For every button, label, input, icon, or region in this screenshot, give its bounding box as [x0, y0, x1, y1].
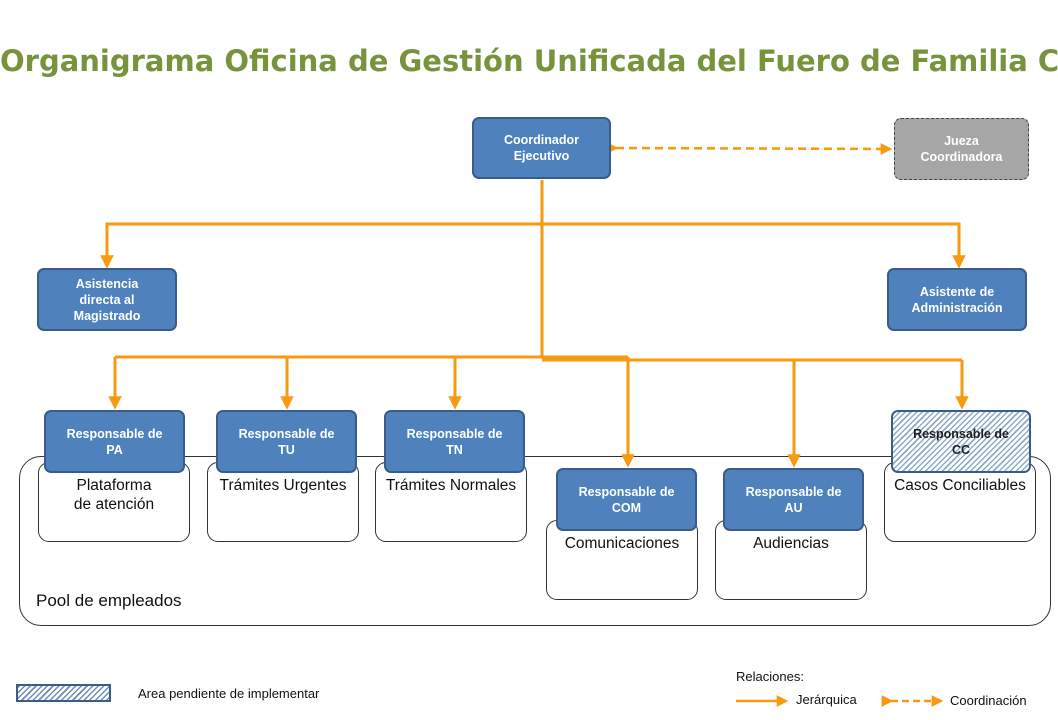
branch-asistencia	[100, 222, 542, 269]
node-cc-line1: Responsable de	[913, 426, 1009, 441]
area-label-pa-line2: de atención	[73, 496, 155, 513]
node-tu-line1: Responsable de	[238, 426, 335, 441]
node-asistencia-line3: Magistrado	[73, 308, 141, 323]
node-tu-line2: TU	[278, 442, 295, 457]
node-jueza-line2: Coordinadora	[920, 150, 1003, 164]
node-jueza-line1: Jueza	[944, 134, 979, 148]
legend-coordination-label: Coordinación	[950, 693, 1027, 708]
node-asistencia-line1: Asistencia	[75, 276, 139, 291]
area-label-au: Audiencias	[753, 535, 829, 552]
node-cc-line2: CC	[951, 442, 971, 457]
area-label-tn: Trámites Normales	[385, 477, 517, 494]
node-tn-line2: TN	[446, 442, 463, 457]
node-coordinador-line1: Coordinador	[504, 133, 579, 147]
legend-relations-title: Relaciones:	[736, 669, 804, 684]
area-box-com	[546, 520, 698, 600]
node-pa-line1: Responsable de	[66, 426, 163, 441]
legend-pending-swatch	[16, 684, 111, 702]
area-box-tn	[375, 462, 527, 542]
coordination-link	[606, 142, 893, 155]
area-label-cc: Casos Conciliables	[894, 477, 1026, 494]
node-pa-line2: PA	[106, 442, 123, 457]
area-label-pa-line1: Plataforma	[76, 477, 152, 494]
node-au-line1: Responsable de	[745, 484, 842, 499]
branch-asistente-admin	[542, 222, 966, 269]
area-box-cc	[884, 462, 1036, 542]
area-box-au	[715, 520, 867, 600]
node-com-line2: COM	[611, 500, 642, 515]
legend-hierarchical-label: Jerárquica	[796, 692, 857, 707]
legend-pending-label: Area pendiente de implementar	[138, 686, 320, 701]
node-asistencia-line2: directa al	[79, 292, 135, 307]
employee-pool	[19, 456, 1051, 626]
node-asistente-line1: Asistente de	[919, 284, 995, 299]
page-title: Organigrama Oficina de Gestión Unificada…	[0, 44, 1058, 78]
node-com-line1: Responsable de	[578, 484, 675, 499]
area-label-pa: Plataforma de atención	[38, 476, 190, 514]
node-asistente-line2: Administración	[911, 300, 1003, 315]
area-label-com: Comunicaciones	[564, 535, 680, 552]
node-tn-line1: Responsable de	[406, 426, 503, 441]
area-box-pa	[38, 462, 190, 542]
node-coordinador-line2: Ejecutivo	[513, 149, 570, 163]
area-label-tu: Trámites Urgentes	[219, 477, 347, 494]
node-au-line2: AU	[784, 500, 803, 515]
pool-label: Pool de empleados	[36, 591, 182, 610]
